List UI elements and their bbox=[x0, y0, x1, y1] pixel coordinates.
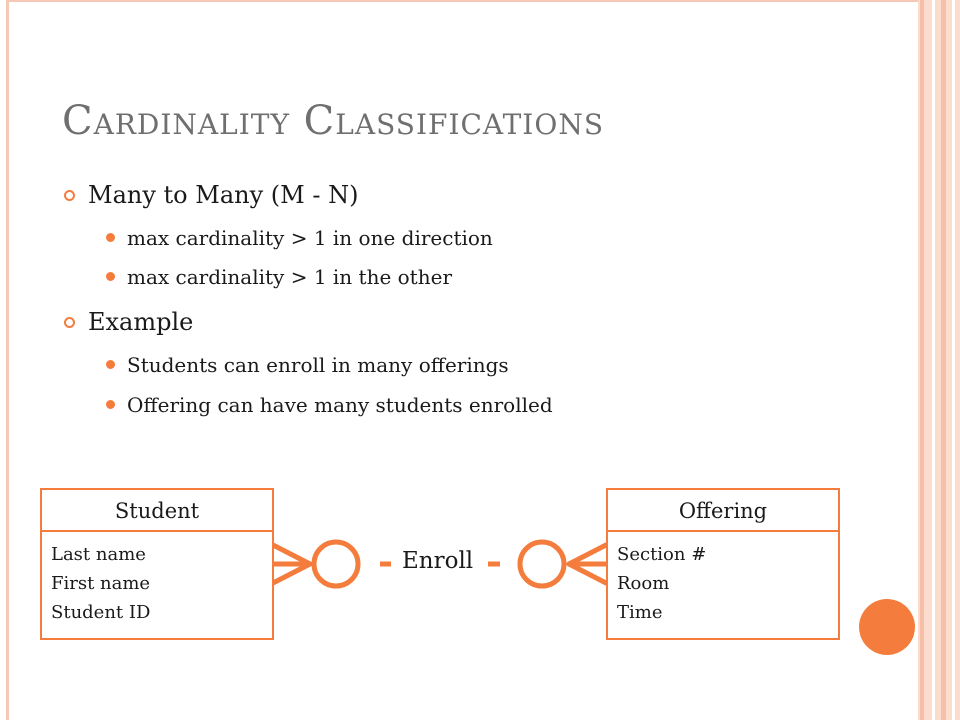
attribute: Student ID bbox=[51, 602, 151, 623]
sub-bullet-text: Offering can have many students enrolled bbox=[127, 393, 553, 417]
student-entity-name: Student bbox=[42, 490, 272, 532]
right-band-stripe-3 bbox=[941, 0, 946, 720]
decorative-circle-icon bbox=[859, 599, 915, 655]
dot-bullet-icon bbox=[106, 360, 115, 369]
right-band-stripe-1 bbox=[920, 0, 924, 720]
student-entity: Student Last name First name Student ID bbox=[40, 488, 274, 640]
student-optional-circle-icon bbox=[311, 539, 361, 589]
right-band-stripe-4 bbox=[952, 0, 955, 720]
attribute: First name bbox=[51, 573, 151, 594]
attribute: Last name bbox=[51, 544, 146, 565]
offering-optional-circle-icon bbox=[517, 539, 567, 589]
bullet-text: Example bbox=[88, 308, 194, 336]
hollow-bullet-icon bbox=[64, 317, 75, 328]
sub-bullet-text: Students can enroll in many offerings bbox=[127, 353, 509, 377]
frame-left-line bbox=[6, 0, 9, 720]
offering-crows-foot-icon bbox=[566, 542, 609, 586]
slide-title: Cardinality Classifications bbox=[62, 98, 604, 144]
right-band-stripe-2 bbox=[932, 0, 935, 720]
attribute: Section # bbox=[617, 544, 707, 565]
relationship-label: Enroll bbox=[402, 548, 474, 574]
hollow-bullet-icon bbox=[64, 190, 75, 201]
dot-bullet-icon bbox=[106, 233, 115, 242]
bullet-text: Many to Many (M - N) bbox=[88, 181, 359, 209]
attribute: Room bbox=[617, 573, 670, 594]
frame-top-line bbox=[6, 0, 920, 2]
offering-entity: Offering Section # Room Time bbox=[606, 488, 840, 640]
student-crows-foot-icon bbox=[270, 542, 313, 586]
offering-entity-name: Offering bbox=[608, 490, 838, 532]
dot-bullet-icon bbox=[106, 400, 115, 409]
sub-bullet-text: max cardinality > 1 in one direction bbox=[127, 226, 493, 250]
student-attribute-list: Last name First name Student ID bbox=[42, 532, 272, 627]
attribute: Time bbox=[617, 602, 663, 623]
dot-bullet-icon bbox=[106, 272, 115, 281]
sub-bullet-text: max cardinality > 1 in the other bbox=[127, 265, 452, 289]
offering-attribute-list: Section # Room Time bbox=[608, 532, 838, 627]
